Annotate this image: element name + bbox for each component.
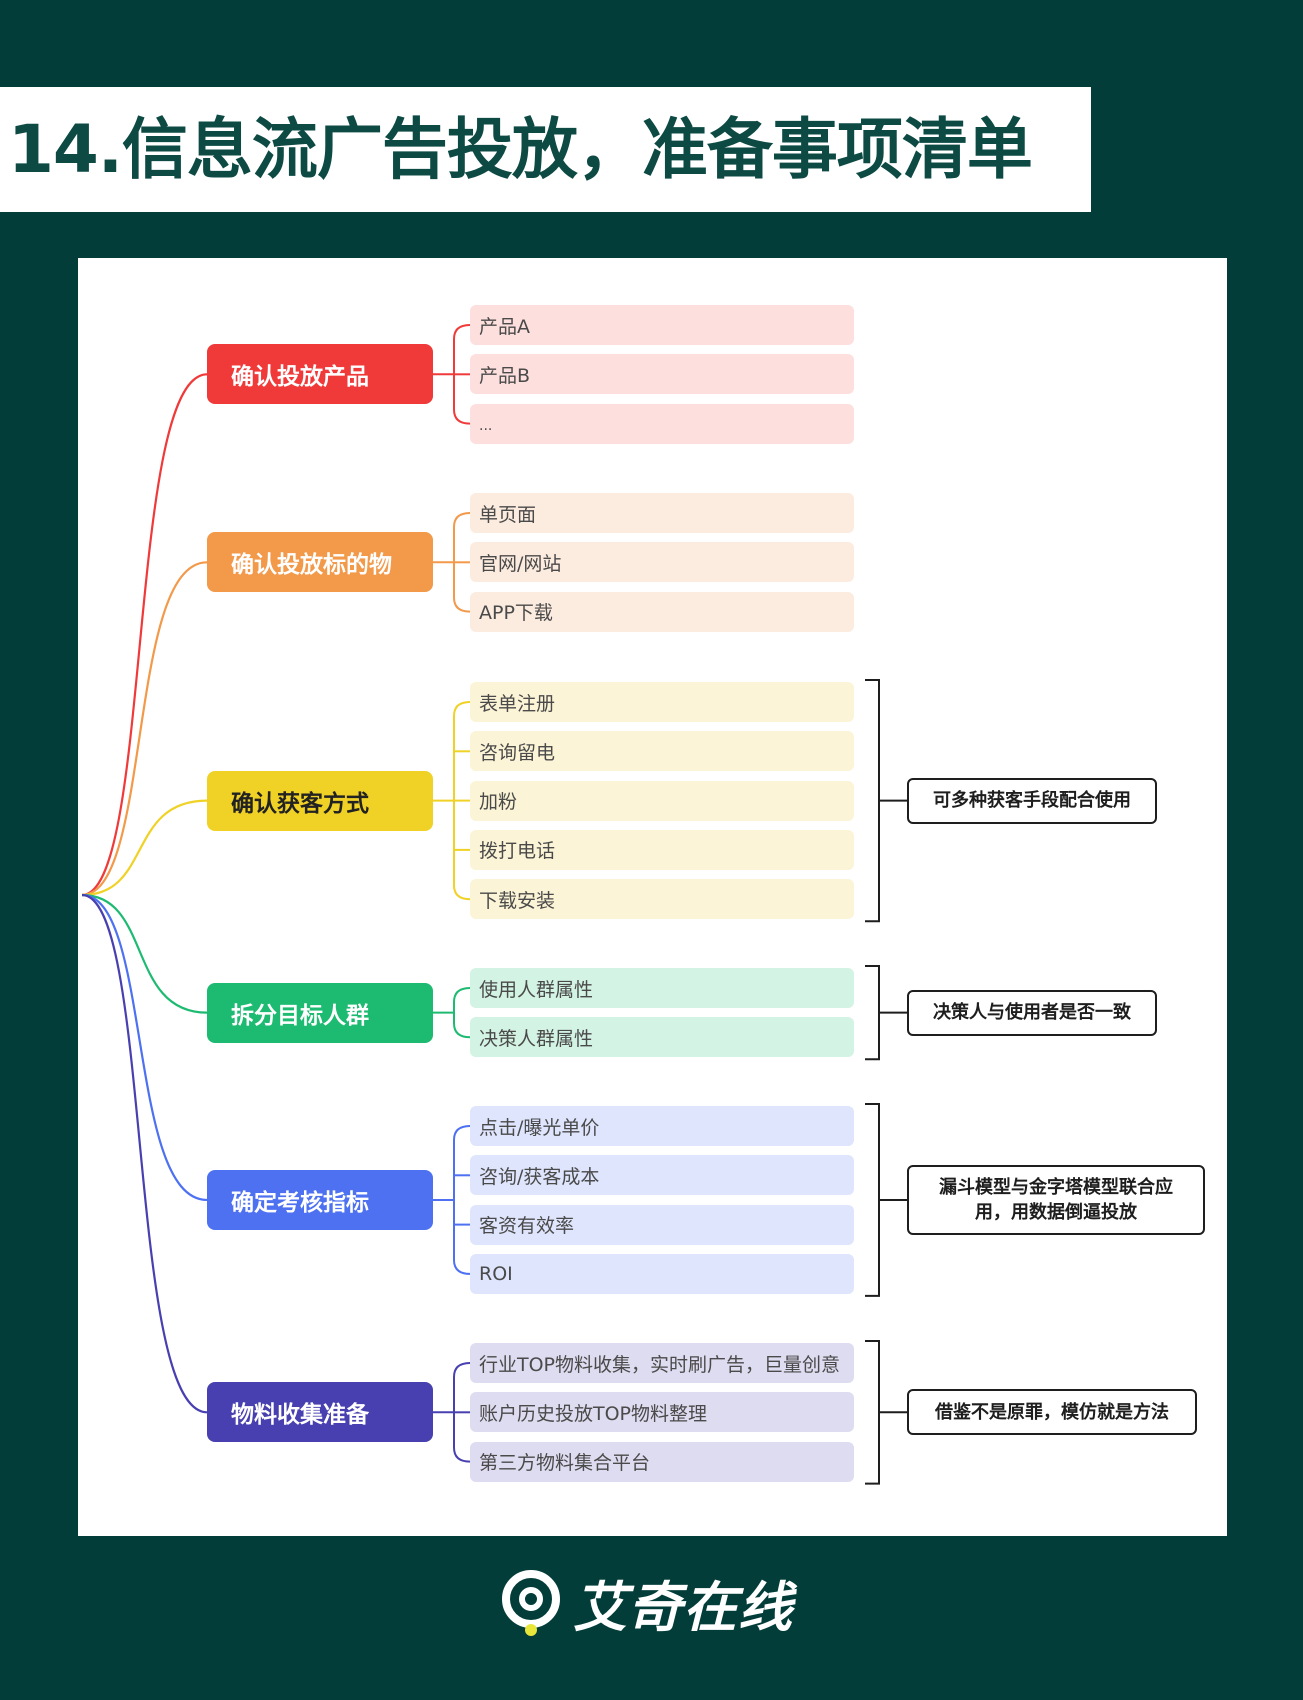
title-banner: 14.信息流广告投放，准备事项清单: [0, 87, 1091, 212]
mind-map-connectors: [81, 324, 907, 1485]
leaf-item: 账户历史投放TOP物料整理: [470, 1392, 854, 1433]
leaf-item: ROI: [470, 1253, 854, 1294]
logo-text: 艾奇在线: [573, 1575, 793, 1639]
leaf-item: 产品B: [470, 354, 854, 395]
leaf-item: 表单注册: [470, 682, 854, 722]
leaf-item: 决策人群属性: [470, 1017, 854, 1058]
brand-logo: 艾奇在线: [497, 1567, 793, 1639]
annotation-note: 决策人与使用者是否一致: [907, 989, 1157, 1036]
leaf-item: 咨询/获客成本: [470, 1155, 854, 1196]
note-bracket: [865, 679, 880, 923]
branch-node: 确认获客方式: [207, 770, 433, 831]
branch-connector: [81, 893, 208, 1202]
leaf-item: 官网/网站: [470, 542, 854, 583]
branch-node: 确认投放产品: [207, 344, 433, 405]
leaf-item: 下载安装: [470, 879, 854, 920]
branch-node: 物料收集准备: [207, 1382, 433, 1443]
leaf-item: 行业TOP物料收集，实时刷广告，巨量创意: [470, 1343, 854, 1383]
leaf-item: 使用人群属性: [470, 968, 854, 1008]
note-bracket: [865, 965, 880, 1061]
leaf-bracket: [453, 1125, 471, 1275]
branch-node: 拆分目标人群: [207, 982, 433, 1043]
annotation-note: 借鉴不是原罪，模仿就是方法: [907, 1389, 1197, 1436]
leaf-item: 拨打电话: [470, 829, 854, 870]
note-bracket: [865, 1103, 880, 1297]
branch-node: 确定考核指标: [207, 1169, 433, 1230]
leaf-item: 第三方物料集合平台: [470, 1441, 854, 1482]
branch-connector: [81, 373, 208, 897]
branch-connector: [81, 893, 208, 1014]
leaf-item: ...: [470, 403, 854, 444]
branch-node: 确认投放标的物: [207, 532, 433, 593]
mind-map: 确认投放产品产品A 产品B... 确认投放标的物单页面官网/网站 APP下载确认获客方…: [78, 258, 1227, 1536]
location-pin-logo-icon: [502, 1570, 560, 1636]
branch-connector: [81, 893, 208, 1414]
branch-connector: [81, 561, 208, 897]
page-title: 14.信息流广告投放，准备事项清单: [8, 111, 1033, 188]
leaf-item: 咨询留电: [470, 731, 854, 772]
leaf-bracket: [453, 987, 471, 1039]
branch-connector: [81, 799, 208, 897]
leaf-item: 客资有效率: [470, 1204, 854, 1245]
leaf-item: 产品A: [470, 305, 854, 345]
leaf-item: APP下载: [470, 591, 854, 632]
leaf-item: 加粉: [470, 780, 854, 821]
annotation-note: 漏斗模型与金字塔模型联合应用，用数据倒逼投放: [907, 1164, 1205, 1235]
leaf-item: 点击/曝光单价: [470, 1106, 854, 1146]
annotation-note: 可多种获客手段配合使用: [907, 777, 1157, 824]
leaf-item: 单页面: [470, 493, 854, 533]
note-bracket: [865, 1340, 880, 1485]
